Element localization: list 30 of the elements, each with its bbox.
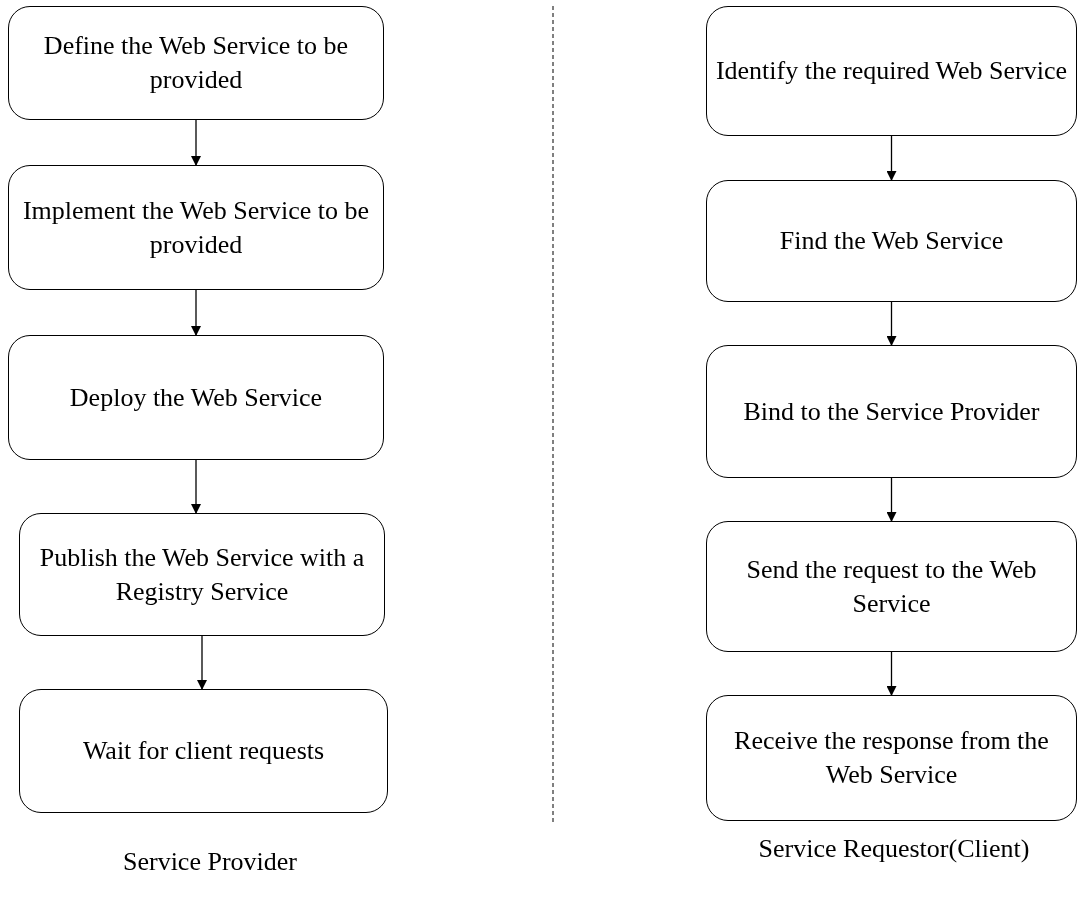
arrow [191,119,201,166]
process-box [706,521,1077,652]
step-text: Receive the response from the Web Service [733,725,1050,791]
arrow [886,135,897,181]
process-box [19,689,388,813]
process-box [706,695,1077,821]
arrow [886,301,897,346]
process-box [19,513,385,636]
step-text: Publish the Web Service with a Registry Service [38,541,366,608]
arrow [197,635,207,690]
step-text: Wait for client requests [82,735,325,767]
process-box [8,165,384,290]
step-text: Find the Web Service [779,225,1004,257]
column-caption: Service Requestor(Client) [757,833,1031,865]
column-caption: Service Provider [122,846,298,878]
step-text: Identify the required Web Service [715,55,1068,87]
process-box [706,180,1077,302]
arrow [886,651,897,696]
step-text: Send the request to the Web Service [745,553,1038,620]
step-text: Implement the Web Service to be provided [21,194,371,261]
process-box [706,6,1077,136]
process-box [706,345,1077,478]
arrow [191,289,201,336]
process-box [8,335,384,460]
step-text: Define the Web Service to be provided [42,30,350,96]
arrow [886,477,897,522]
step-text: Deploy the Web Service [69,381,323,414]
step-text: Bind to the Service Provider [743,395,1040,428]
arrow [191,459,201,514]
process-box [8,6,384,120]
